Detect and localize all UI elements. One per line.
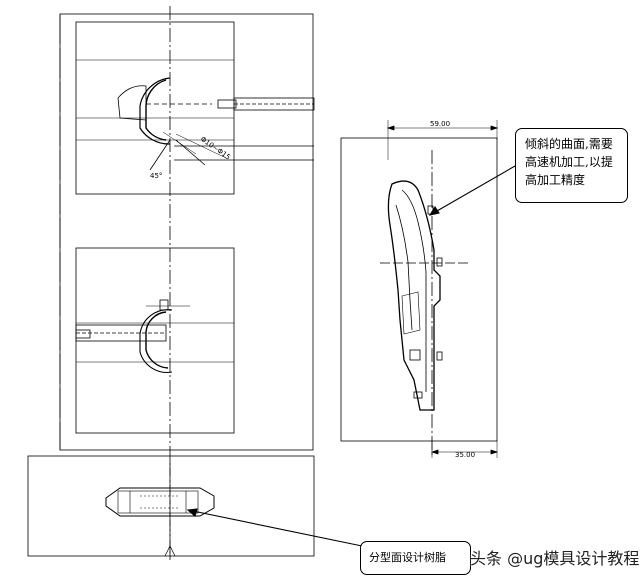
watermark: 头条 @ug模具设计教程 xyxy=(470,549,640,568)
top-width-dimension: 59.00 xyxy=(430,120,450,128)
bottom-width-dimension: 35.00 xyxy=(455,451,475,459)
leader-line-curved-surface xyxy=(429,165,516,216)
leader-line-parting-surface xyxy=(187,509,363,547)
angle-dimension: 45° xyxy=(150,172,162,180)
lower-mold-block xyxy=(75,247,235,434)
mold-outer-frame xyxy=(59,13,314,451)
side-part-profile xyxy=(387,180,441,411)
parting-section-frame xyxy=(27,455,315,557)
upper-mold-block xyxy=(75,21,235,195)
lower-part-profile xyxy=(145,311,169,369)
parting-surface-callout: 分型面设计树脂 xyxy=(360,541,471,575)
diameter-dimension: Φ10~Φ15 xyxy=(199,135,232,161)
curved-surface-callout: 倾斜的曲面,需要高速机加工,以提高加工精度 xyxy=(515,128,628,203)
pin-part xyxy=(105,487,215,517)
side-view-frame xyxy=(340,137,498,442)
